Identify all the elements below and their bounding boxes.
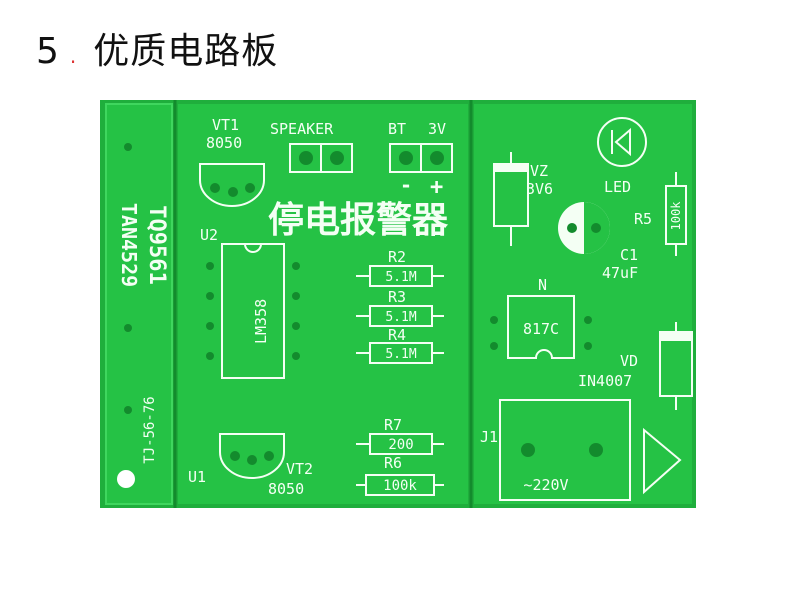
heading-number: 5 xyxy=(36,31,60,72)
j1-outline xyxy=(499,399,631,501)
bt-plus-label: + xyxy=(430,175,443,200)
led-outline xyxy=(597,117,647,167)
pad xyxy=(206,292,214,300)
pad xyxy=(264,451,274,461)
speaker-label: SPEAKER xyxy=(270,120,334,138)
vt1-outline xyxy=(199,163,265,207)
left-strip-region xyxy=(105,103,173,505)
j1-arrow xyxy=(643,427,682,495)
board-code-c: TJ-56-76 xyxy=(142,396,158,463)
pad xyxy=(230,451,240,461)
pad xyxy=(521,443,535,457)
r6-value: 100k xyxy=(383,478,417,494)
pad xyxy=(490,342,498,350)
r2-label: R2 xyxy=(388,248,406,266)
pad xyxy=(567,223,577,233)
board-code-b: TQ9561 xyxy=(144,205,169,284)
vt2-part-label: 8050 xyxy=(268,480,304,498)
u1-label: U1 xyxy=(188,468,206,486)
led-symbol xyxy=(611,127,631,157)
heading-title: 优质电路板 xyxy=(93,31,279,72)
r7-value: 200 xyxy=(388,437,413,453)
r3-value: 5.1M xyxy=(385,310,416,325)
pad xyxy=(292,262,300,270)
u2-label: U2 xyxy=(200,226,218,244)
r4-body xyxy=(369,342,433,364)
pad xyxy=(292,322,300,330)
pad xyxy=(430,151,444,165)
pad xyxy=(210,183,220,193)
vd-part-label: IN4007 xyxy=(578,372,632,390)
bt-voltage-label: 3V xyxy=(428,120,446,138)
vt1-part-label: 8050 xyxy=(206,134,242,152)
c1-label: C1 xyxy=(620,246,638,264)
u2-outline xyxy=(221,243,285,379)
pad xyxy=(228,187,238,197)
u2-part-label: LM358 xyxy=(252,299,270,344)
pad xyxy=(206,262,214,270)
u2-notch xyxy=(244,243,262,253)
led-label: LED xyxy=(604,178,631,196)
pad xyxy=(247,455,257,465)
r2-body xyxy=(369,265,433,287)
vz-body xyxy=(493,163,529,227)
r5-body xyxy=(665,185,687,245)
r4-label: R4 xyxy=(388,326,406,344)
n-part-label: 817C xyxy=(523,320,559,338)
j1-label: J1 xyxy=(480,428,498,446)
c1-value: 47uF xyxy=(602,264,638,282)
r6-label: R6 xyxy=(384,454,402,472)
vz-value: 3V6 xyxy=(526,180,553,198)
vd-body xyxy=(659,331,693,397)
r5-label: R5 xyxy=(634,210,652,228)
r6-body xyxy=(365,474,435,496)
pad xyxy=(591,223,601,233)
via-hole xyxy=(124,143,132,151)
pad xyxy=(299,151,313,165)
vz-label: VZ xyxy=(530,162,548,180)
n-label: N xyxy=(538,276,547,294)
vt1-label: VT1 xyxy=(212,116,239,134)
r7-label: R7 xyxy=(384,416,402,434)
r3-body xyxy=(369,305,433,327)
pcb-drawing: TAN4529 TQ9561 TJ-56-76 停电报警器 VT1 8050 S… xyxy=(100,100,696,508)
r5-value: 100k xyxy=(669,201,683,231)
r7-body xyxy=(369,433,433,455)
pad xyxy=(245,183,255,193)
board-main-title: 停电报警器 xyxy=(268,200,449,241)
vz-band xyxy=(494,164,528,172)
page-heading: 5. 优质电路板 xyxy=(36,22,278,74)
pad xyxy=(584,342,592,350)
j1-value: ~220V xyxy=(523,476,568,494)
vd-band xyxy=(660,332,692,341)
pad xyxy=(206,352,214,360)
pad xyxy=(589,443,603,457)
pad xyxy=(292,352,300,360)
n-outline xyxy=(507,295,575,359)
pad xyxy=(490,316,498,324)
pad xyxy=(584,316,592,324)
via-hole xyxy=(124,324,132,332)
pad xyxy=(399,151,413,165)
pcb-board: TAN4529 TQ9561 TJ-56-76 停电报警器 VT1 8050 S… xyxy=(100,100,696,508)
bt-label: BT xyxy=(388,120,406,138)
mounting-hole xyxy=(117,470,135,488)
pad xyxy=(206,322,214,330)
pad xyxy=(330,151,344,165)
heading-separator: . xyxy=(69,44,78,68)
r4-value: 5.1M xyxy=(385,347,416,362)
bt-minus-label: - xyxy=(400,173,412,197)
r2-value: 5.1M xyxy=(385,270,416,285)
r3-label: R3 xyxy=(388,288,406,306)
vd-label: VD xyxy=(620,352,638,370)
vt2-outline xyxy=(219,433,285,479)
pad xyxy=(292,292,300,300)
board-code-a: TAN4529 xyxy=(117,203,141,287)
vt2-label: VT2 xyxy=(286,460,313,478)
via-hole xyxy=(124,406,132,414)
